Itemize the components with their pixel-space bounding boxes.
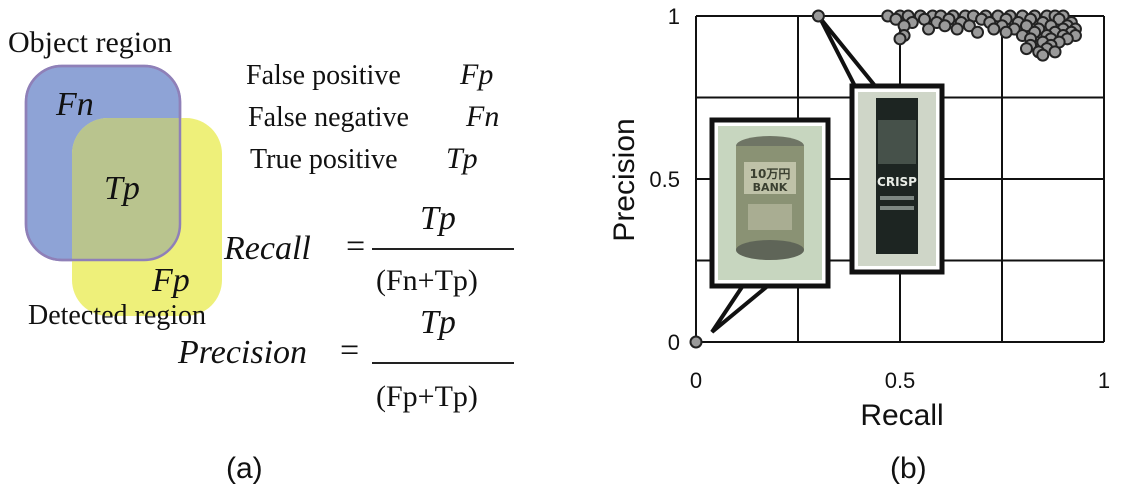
precision-formula-lhs: Precision: [178, 334, 308, 371]
caption-b: (b): [890, 452, 927, 485]
recall-fraction-bar: [372, 248, 514, 250]
precision-denominator: (Fp+Tp): [376, 380, 478, 413]
data-points: [689, 9, 1082, 349]
data-point: [1019, 42, 1033, 56]
overlap-region-shape: [72, 118, 180, 260]
region-fn-label: Fn: [56, 86, 94, 123]
region-fp-label: Fp: [152, 262, 190, 299]
legend-false-positive-symbol: Fp: [460, 58, 494, 91]
data-point: [889, 12, 903, 26]
object-region-label: Object region: [8, 26, 173, 59]
y-tick-label: 1: [668, 4, 680, 29]
recall-formula-equals: =: [346, 228, 366, 265]
data-point: [938, 19, 952, 33]
precision-fraction-bar: [372, 362, 514, 364]
legend-true-positive: True positive: [250, 144, 398, 175]
detected-region-label: Detected region: [28, 300, 207, 331]
legend-true-positive-symbol: Tp: [446, 142, 478, 175]
y-tick-label: 0: [668, 330, 680, 355]
data-point: [1036, 48, 1050, 62]
precision-numerator: Tp: [420, 304, 456, 341]
inset-can-label-line1: 10万円: [750, 167, 791, 181]
legend-false-negative-symbol: Fn: [466, 100, 500, 133]
recall-formula-lhs: Recall: [224, 230, 311, 267]
precision-formula-equals: =: [340, 332, 360, 369]
data-point: [950, 22, 964, 36]
legend-false-negative: False negative: [248, 102, 409, 133]
inset-photo-tube: CRISP: [818, 16, 945, 275]
x-tick-label: 0.5: [885, 368, 916, 393]
caption-a: (a): [226, 452, 263, 485]
object-region-outline: [24, 64, 182, 262]
data-point: [1048, 45, 1062, 59]
tick-labels: 0 0.5 1 0 0.5 1: [649, 4, 1110, 393]
x-axis-label: Recall: [860, 399, 943, 432]
data-point: [999, 25, 1013, 39]
recall-numerator: Tp: [420, 200, 456, 237]
inset-photo-can: 10万円 BANK: [709, 117, 831, 334]
region-tp-label: Tp: [104, 170, 140, 207]
inset-tube-label: CRISP: [877, 175, 917, 189]
legend-false-positive: False positive: [246, 60, 401, 91]
recall-denominator: (Fn+Tp): [376, 264, 478, 297]
y-axis-label: Precision: [608, 118, 641, 241]
data-point: [922, 22, 936, 36]
x-tick-label: 0: [690, 368, 702, 393]
venn-diagram: [24, 64, 222, 316]
inset-can-label-line2: BANK: [753, 181, 788, 194]
data-point: [811, 9, 825, 23]
y-tick-label: 0.5: [649, 167, 680, 192]
data-point: [962, 19, 976, 33]
x-tick-label: 1: [1098, 368, 1110, 393]
data-point: [987, 22, 1001, 36]
callout-pointer-can: [710, 282, 776, 334]
data-point: [689, 335, 703, 349]
data-point: [893, 32, 907, 46]
data-point: [971, 25, 985, 39]
callout-pointer-tube: [818, 16, 885, 94]
